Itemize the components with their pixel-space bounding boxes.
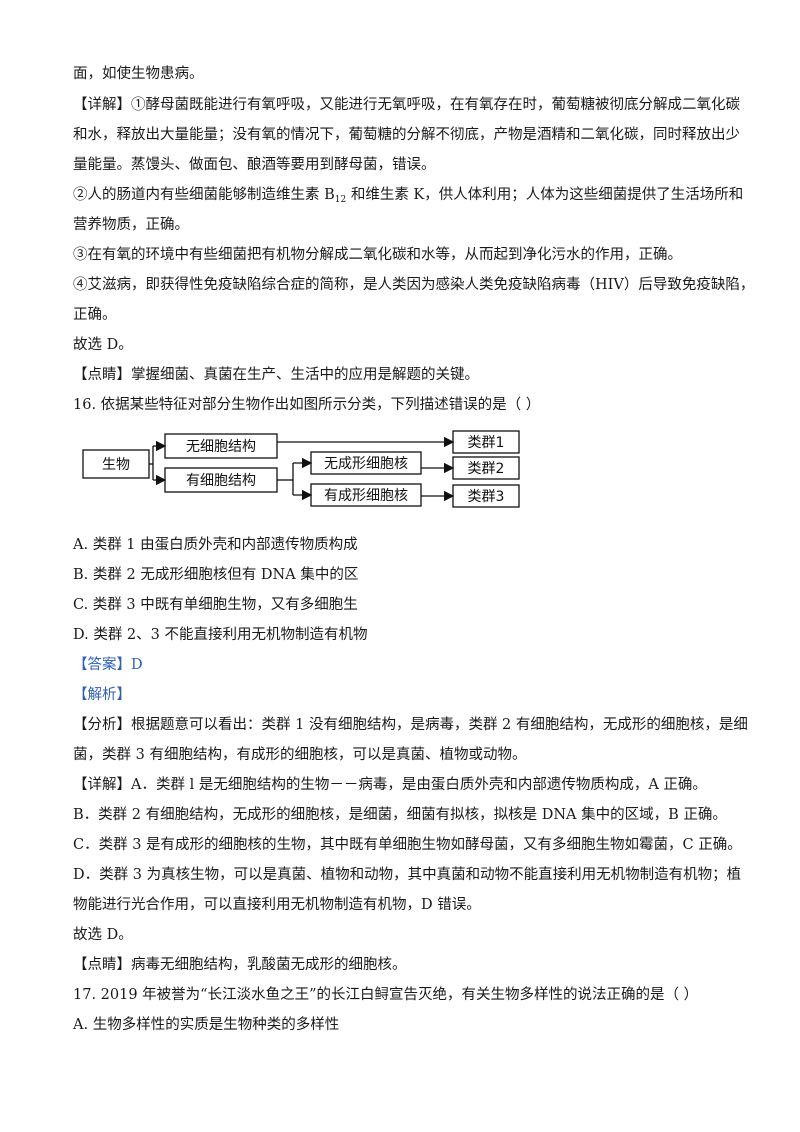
subscript: 12 (334, 195, 347, 205)
text-line: 菌，类群 3 有细胞结构，有成形的细胞核，可以是真菌、植物或动物。 (73, 747, 527, 763)
text-line: 【点睛】病毒无细胞结构，乳酸菌无成形的细胞核。 (73, 957, 407, 973)
text-line: 量能量。蒸馒头、做面包、酿酒等要用到酵母菌，错误。 (73, 157, 436, 173)
text-line: 【点睛】掌握细菌、真菌在生产、生活中的应用是解题的关键。 (73, 367, 479, 383)
text-line: 【分析】根据题意可以看出：类群 1 没有细胞结构，是病毒，类群 2 有细胞结构，… (73, 717, 748, 733)
text-fragment: ②人的肠道内有些细菌能够制造维生素 B (73, 187, 335, 203)
question-17-title: 17. 2019 年被誉为“长江淡水鱼之王”的长江白鲟宣告灭绝，有关生物多样性的… (73, 987, 699, 1003)
label-has-cell: 有细胞结构 (186, 473, 256, 489)
option-b: B. 类群 2 无成形细胞核但有 DNA 集中的区 (73, 567, 359, 583)
analysis-label: 【解析】 (73, 687, 131, 703)
question-16-title: 16. 依据某些特征对部分生物作出如图所示分类，下列描述错误的是（ ） (73, 397, 541, 413)
text-line: 故选 D。 (73, 337, 133, 353)
label-no-nucleus: 无成形细胞核 (324, 456, 408, 472)
label-has-nucleus: 有成形细胞核 (324, 488, 408, 504)
text-line: C．类群 3 是有成形的细胞核的生物，其中既有单细胞生物如酵母菌，又有多细胞生物… (73, 837, 742, 853)
text-fragment: 和维生素 K，供人体利用；人体为这些细菌提供了生活场所和 (346, 187, 744, 203)
text-line: ②人的肠道内有些细菌能够制造维生素 B12 和维生素 K，供人体利用；人体为这些… (73, 185, 743, 210)
text-line: 面，如使生物患病。 (73, 66, 204, 82)
option-c: C. 类群 3 中既有单细胞生物，又有多细胞生 (73, 597, 358, 613)
option-a: A. 类群 1 由蛋白质外壳和内部遗传物质构成 (73, 537, 358, 553)
classification-diagram: 生物 无细胞结构 有细胞结构 无成形细胞核 有成形细胞核 类群1 类群2 类群3 (82, 430, 520, 508)
text-line: ③在有氧的环境中有些细菌把有机物分解成二氧化碳和水等，从而起到净化污水的作用，正… (73, 247, 682, 263)
answer-label: 【答案】D (73, 657, 143, 673)
text-line: D．类群 3 为真核生物，可以是真菌、植物和动物，其中真菌和动物不能直接利用无机… (73, 867, 742, 883)
label-organism: 生物 (102, 457, 130, 473)
text-line: 物能进行光合作用，可以直接利用无机物制造有机物，D 错误。 (73, 897, 481, 913)
text-line: 和水，释放出大量能量；没有氧的情况下，葡萄糖的分解不彻底，产物是酒精和二氧化碳，… (73, 127, 740, 143)
text-line: B．类群 2 有细胞结构，无成形的细胞核，是细菌，细菌有拟核，拟核是 DNA 集… (73, 807, 727, 823)
label-group-3: 类群3 (468, 489, 505, 505)
option-d: D. 类群 2、3 不能直接利用无机物制造有机物 (73, 627, 368, 643)
text-line: 【详解】A．类群 l 是无细胞结构的生物－－病毒，是由蛋白质外壳和内部遗传物质构… (73, 777, 707, 793)
label-group-2: 类群2 (468, 461, 505, 477)
label-no-cell: 无细胞结构 (186, 439, 256, 455)
text-line: 故选 D。 (73, 927, 133, 943)
text-line: 【详解】①酵母菌既能进行有氧呼吸，又能进行无氧呼吸，在有氧存在时，葡萄糖被彻底分… (73, 97, 740, 113)
text-line: 营养物质，正确。 (73, 217, 189, 233)
text-line: 正确。 (73, 307, 117, 323)
option-a: A. 生物多样性的实质是生物种类的多样性 (73, 1017, 340, 1033)
label-group-1: 类群1 (468, 435, 505, 451)
text-line: ④艾滋病，即获得性免疫缺陷综合症的简称，是人类因为感染人类免疫缺陷病毒（HIV）… (73, 277, 755, 293)
